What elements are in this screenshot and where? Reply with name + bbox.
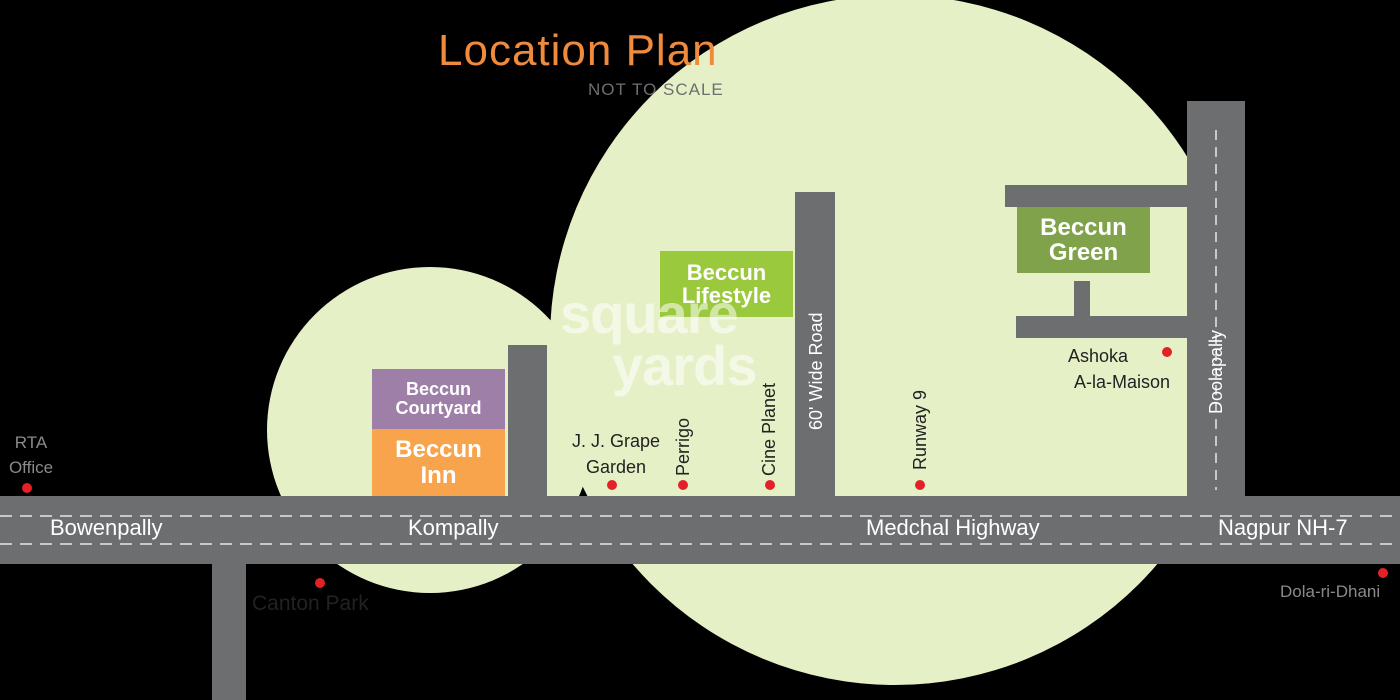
label-courtyard: Beccun Courtyard — [395, 379, 482, 418]
road-label-nagpur: Nagpur NH-7 — [1218, 515, 1348, 540]
road-label-bowenpally: Bowenpally — [50, 515, 163, 540]
road-label-kompally: Kompally — [408, 515, 499, 540]
map-title: Location Plan — [438, 26, 718, 75]
poi-dot-dola — [1378, 568, 1388, 578]
road-canton-branch — [212, 560, 246, 700]
block-courtyard — [372, 369, 505, 429]
poi-label-grape-line2: Garden — [585, 457, 647, 477]
label-inn: Beccun Inn — [395, 436, 482, 489]
poi-label-ashoka: Ashoka A-la-Maison — [1060, 343, 1184, 395]
poi-label-ashoka-line1: Ashoka — [1067, 346, 1129, 366]
poi-label-grape: J. J. Grape Garden — [564, 428, 668, 480]
poi-label-ashoka-line2: A-la-Maison — [1073, 372, 1171, 392]
poi-dot-ashoka — [1162, 347, 1172, 357]
road-60ft-wide — [795, 192, 835, 502]
poi-dot-perrigo — [678, 480, 688, 490]
road-label-wide: 60' Wide Road — [806, 312, 826, 430]
watermark-line1: square — [560, 282, 739, 345]
watermark-line2: yards — [612, 334, 757, 397]
block-inn — [372, 429, 505, 496]
poi-dot-cine — [765, 480, 775, 490]
lane-green-top — [1005, 185, 1192, 207]
poi-dot-grape — [607, 480, 617, 490]
poi-dot-rta — [22, 483, 32, 493]
poi-dot-canton — [315, 578, 325, 588]
road-label-medchal: Medchal Highway — [866, 515, 1040, 540]
poi-label-rta: RTA Office — [2, 430, 60, 480]
road-medchal-highway — [0, 496, 1400, 564]
poi-dot-runway — [915, 480, 925, 490]
poi-label-rta-line1: RTA — [14, 433, 48, 452]
road-kompally-branch — [508, 345, 547, 500]
poi-label-cine: Cine Planet — [759, 382, 779, 476]
poi-label-rta-line2: Office — [8, 458, 54, 477]
block-lifestyle — [660, 251, 793, 317]
poi-label-dola: Dola-ri-Dhani — [1280, 582, 1381, 601]
poi-label-runway: Runway 9 — [910, 389, 930, 470]
poi-label-canton: Canton Park — [252, 592, 369, 615]
label-lifestyle: Beccun Lifestyle — [681, 259, 772, 308]
road-label-doolapally: Doolapally — [1206, 329, 1226, 414]
lane-green-stub — [1074, 281, 1090, 321]
block-green — [1017, 207, 1150, 273]
label-green: Beccun Green — [1040, 213, 1127, 266]
map-subtitle: NOT TO SCALE — [588, 80, 724, 99]
lane-green-bottom — [1016, 316, 1192, 338]
poi-label-grape-line1: J. J. Grape — [571, 431, 661, 451]
poi-label-perrigo: Perrigo — [673, 417, 693, 476]
watermark: square yards — [560, 282, 757, 397]
